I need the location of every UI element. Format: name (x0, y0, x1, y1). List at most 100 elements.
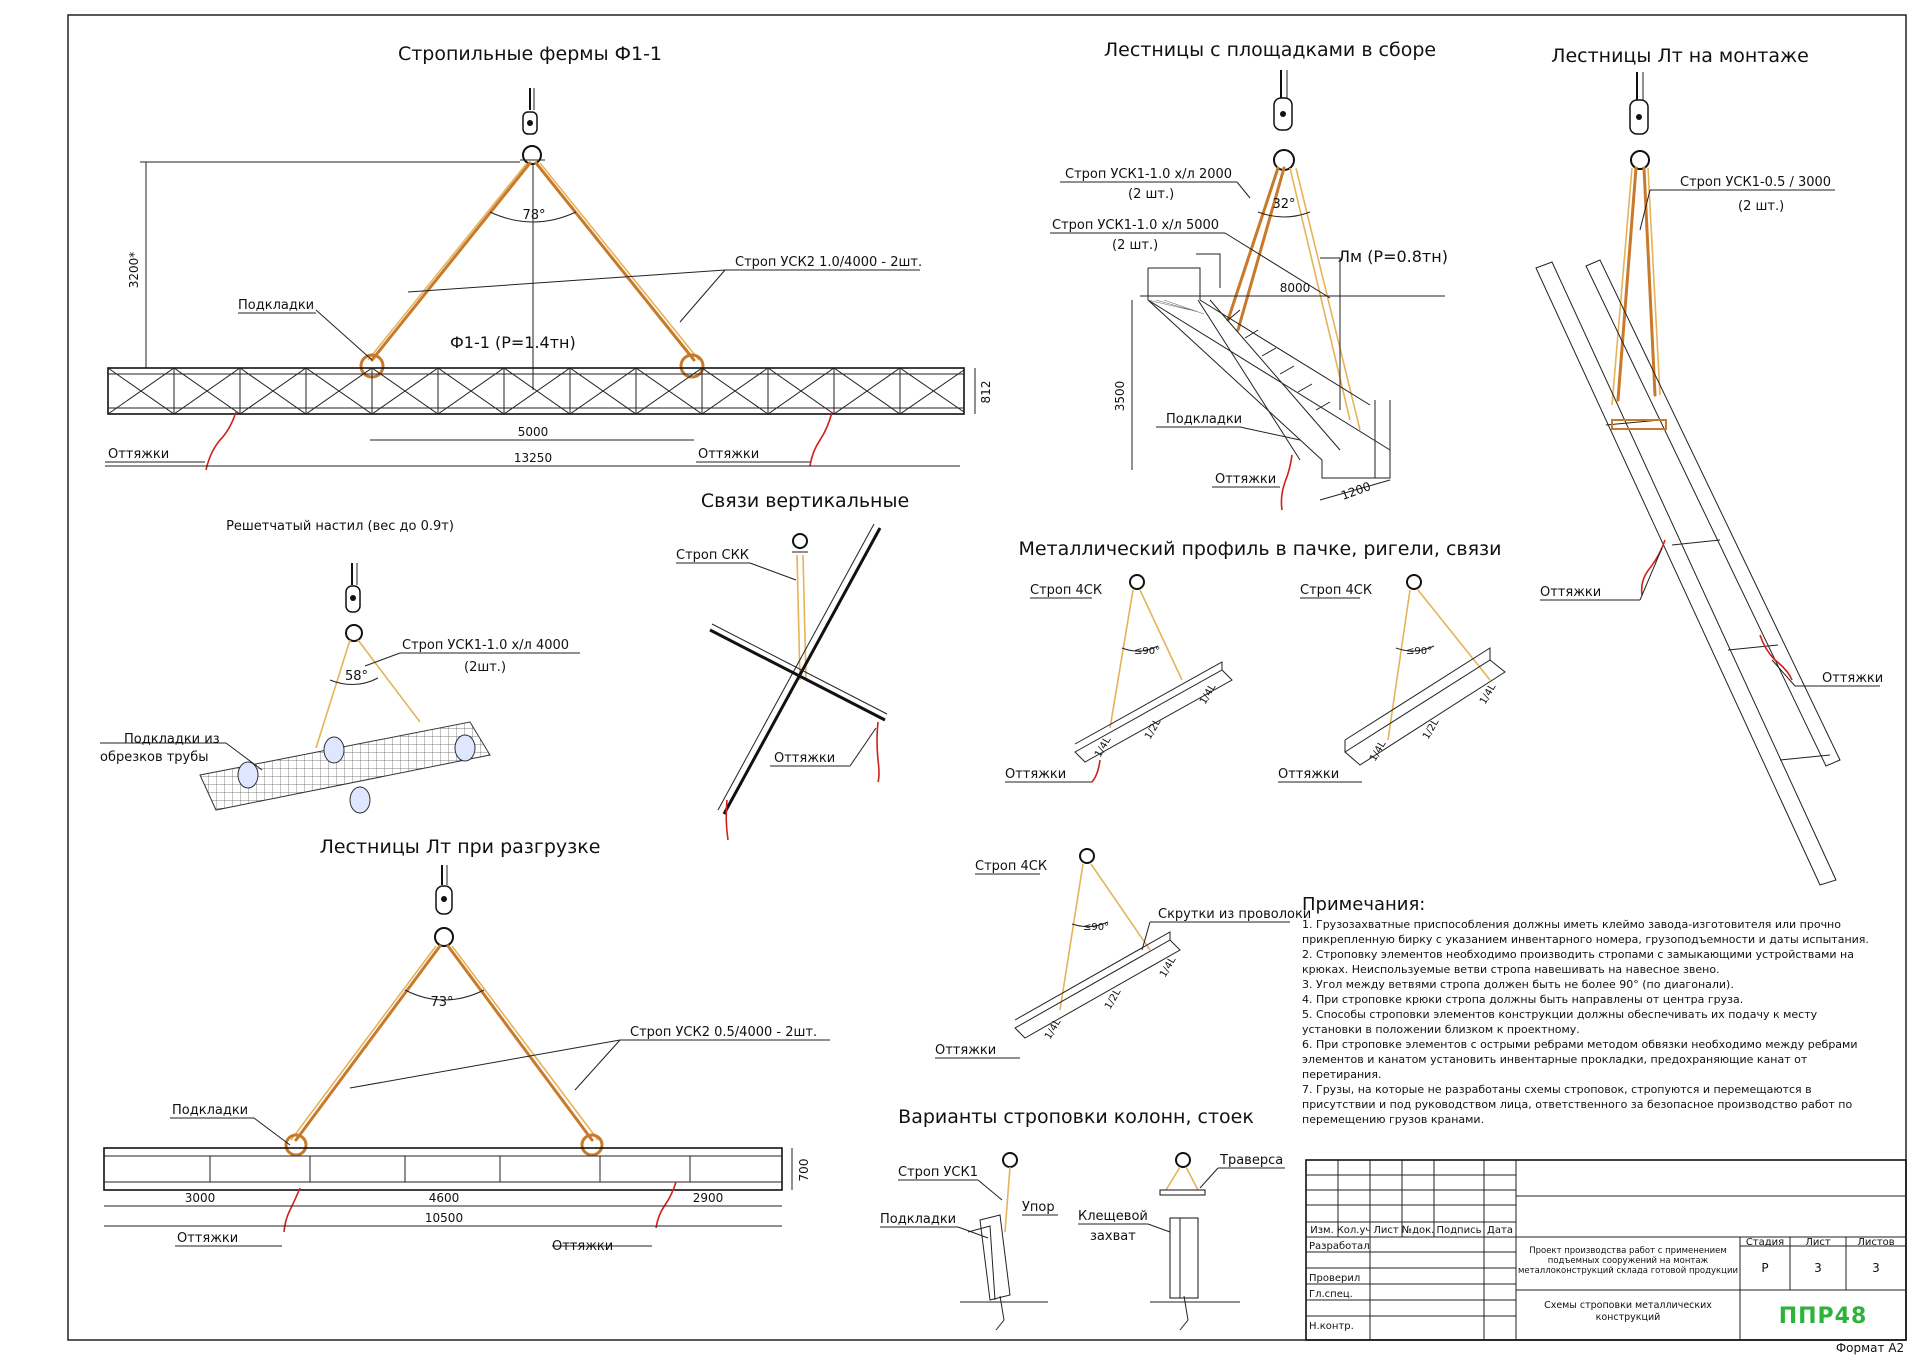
truss-mark: Ф1-1 (Р=1.4тн) (450, 333, 576, 352)
truss-body (107, 367, 965, 415)
unloading-guys-right: Оттяжки (552, 1239, 613, 1254)
column-variant-clamp: Траверса Клещевой захват (1078, 1152, 1285, 1331)
truss-section: Стропильные фермы Ф1-1 78° 3200* (105, 43, 993, 471)
grating-pads-2: обрезков трубы (100, 750, 209, 765)
sheet-frame (67, 14, 1907, 1341)
profile-guys-a: Оттяжки (1005, 767, 1066, 782)
note-line: присутствии и под руководством лица, отв… (1302, 1098, 1852, 1111)
crane-hook-icon (345, 563, 363, 642)
column-traverse: Траверса (1219, 1153, 1283, 1168)
truss-height-dim: 3200* (127, 252, 141, 289)
mounting-qty: (2 шт.) (1738, 199, 1784, 214)
grating-pads-1: Подкладки из (124, 732, 220, 747)
mounting-guys-right: Оттяжки (1822, 671, 1883, 686)
stamp-sheets: 3 (1872, 1261, 1880, 1275)
profile-q2-a: 1/4L (1198, 682, 1219, 707)
notes-heading: Примечания: (1302, 894, 1425, 915)
note-line: 5. Способы строповки элементов конструкц… (1302, 1008, 1818, 1021)
stairs-assembled-title: Лестницы с площадками в сборе (1104, 39, 1436, 61)
note-line: крюках. Неиспользуемые ветви стропа наве… (1302, 963, 1720, 976)
stamp-col-header: Кол.уч (1337, 1225, 1372, 1236)
unloading-beam (103, 1147, 783, 1191)
crane-hook-icon (1273, 70, 1295, 171)
stamp-col-header: №док. (1402, 1225, 1435, 1236)
profile-wire: Скрутки из проволоки (1158, 907, 1311, 922)
column-stop: Упор (1022, 1200, 1055, 1215)
column-variant-sling: Строп УСК1 Упор Подкладки (880, 1152, 1058, 1331)
stairs-guys: Оттяжки (1215, 472, 1276, 487)
truss-angle: 78° (522, 208, 545, 223)
mounting-guys-left: Оттяжки (1540, 585, 1601, 600)
note-line: перетирания. (1302, 1068, 1381, 1081)
stamp-col-header: Изм. (1310, 1225, 1334, 1236)
stairs-mounting-section: Лестницы Лт на монтаже Строп УСК1-0.5 / … (1535, 45, 1883, 886)
crane-hook-icon (792, 533, 808, 553)
unloading-pads: Подкладки (172, 1103, 248, 1118)
stamp-project-title: Проект производства работ с применением … (1518, 1246, 1738, 1276)
ladder (1535, 259, 1841, 886)
profile-bundle-b: ≤90° Строп 4СК 1/4L 1/2L 1/4L Оттяжки (1278, 574, 1506, 783)
unloading-dim-total: 10500 (425, 1211, 463, 1225)
note-line: 1. Грузозахватные приспособления должны … (1302, 918, 1841, 931)
profile-bundle-a: ≤90° Строп 4СК 1/4L 1/2L 1/4L Оттяжки (1005, 574, 1233, 783)
stamp-stage: Р (1761, 1261, 1768, 1275)
stamp-col-header: Лист (1373, 1225, 1399, 1236)
grating-section: Решетчатый настил (вес до 0.9т) 58° Стро… (100, 519, 580, 814)
note-line: 6. При строповке элементов с острыми реб… (1302, 1038, 1858, 1051)
profile-h-c: 1/2L (1103, 987, 1124, 1012)
bracing-guys: Оттяжки (774, 751, 835, 766)
column-clamp-1: Клещевой (1078, 1209, 1148, 1224)
company-logo: ППР48 (1779, 1304, 1868, 1329)
stairs-sling2-qty: (2 шт.) (1112, 238, 1158, 253)
stairs-sling1-qty: (2 шт.) (1128, 187, 1174, 202)
bracing-title: Связи вертикальные (701, 490, 909, 512)
unloading-dim-height: 700 (797, 1159, 811, 1182)
note-line: перемещению грузов кранами. (1302, 1113, 1484, 1126)
stamp-sheets-header: Листов (1857, 1237, 1894, 1248)
unloading-section: Лестницы Лт при разгрузке 73° Строп УСК2… (103, 836, 830, 1254)
column-sling: Строп УСК1 (898, 1165, 978, 1180)
unloading-title: Лестницы Лт при разгрузке (320, 836, 601, 858)
profile-h-a: 1/2L (1143, 717, 1164, 742)
bracing-sling: Строп СКК (676, 548, 749, 563)
columns-section: Варианты строповки колонн, стоек Строп У… (880, 1106, 1285, 1331)
truss-title: Стропильные фермы Ф1-1 (398, 43, 662, 65)
grating-angle: 58° (345, 669, 368, 684)
unloading-dim-b: 4600 (429, 1191, 460, 1205)
grating-qty: (2шт.) (464, 660, 506, 675)
crane-hook-icon (1629, 72, 1650, 170)
note-line: 7. Грузы, на которые не разработаны схем… (1302, 1083, 1812, 1096)
stamp-sheet-title: Схемы строповки металлических конструкци… (1544, 1300, 1712, 1323)
profile-sling-c: Строп 4СК (975, 859, 1047, 874)
stamp-sheet-header: Лист (1805, 1237, 1831, 1248)
stamp-role: Проверил (1309, 1273, 1360, 1284)
profile-bundle-c: ≤90° Строп 4СК Скрутки из проволоки 1/4L… (935, 848, 1311, 1059)
truss-pads-label: Подкладки (238, 298, 314, 313)
profile-sling-b: Строп 4СК (1300, 583, 1372, 598)
profile-angle-a: ≤90° (1134, 646, 1160, 657)
profile-q2-b: 1/4L (1478, 682, 1499, 707)
profile-guys-c: Оттяжки (935, 1043, 996, 1058)
stairs-mark: Лм (Р=0.8тн) (1338, 247, 1448, 266)
stairs-pads: Подкладки (1166, 412, 1242, 427)
stairs-sling2: Строп УСК1-1.0 х/л 5000 (1052, 218, 1219, 233)
profile-q2-c: 1/4L (1158, 955, 1179, 980)
stamp-role: Н.контр. (1309, 1321, 1354, 1332)
profile-q1-c: 1/4L (1043, 1017, 1064, 1042)
note-line: установки в положении близком к проектно… (1302, 1023, 1580, 1036)
unloading-dim-c: 2900 (693, 1191, 724, 1205)
note-line: элементов и канатом установить инвентарн… (1302, 1053, 1808, 1066)
truss-sling-label: Строп УСК2 1.0/4000 - 2шт. (735, 255, 922, 270)
stairs-angle: 32° (1272, 197, 1295, 212)
profile-angle-b: ≤90° (1406, 646, 1432, 657)
column-clamp-2: захват (1090, 1229, 1136, 1244)
profile-guys-b: Оттяжки (1278, 767, 1339, 782)
stairs-dim-height: 3500 (1113, 381, 1127, 412)
unloading-guys-left: Оттяжки (177, 1231, 238, 1246)
truss-dim-total: 13250 (514, 451, 552, 465)
stairs-mounting-title: Лестницы Лт на монтаже (1551, 45, 1809, 67)
column-pads: Подкладки (880, 1212, 956, 1227)
